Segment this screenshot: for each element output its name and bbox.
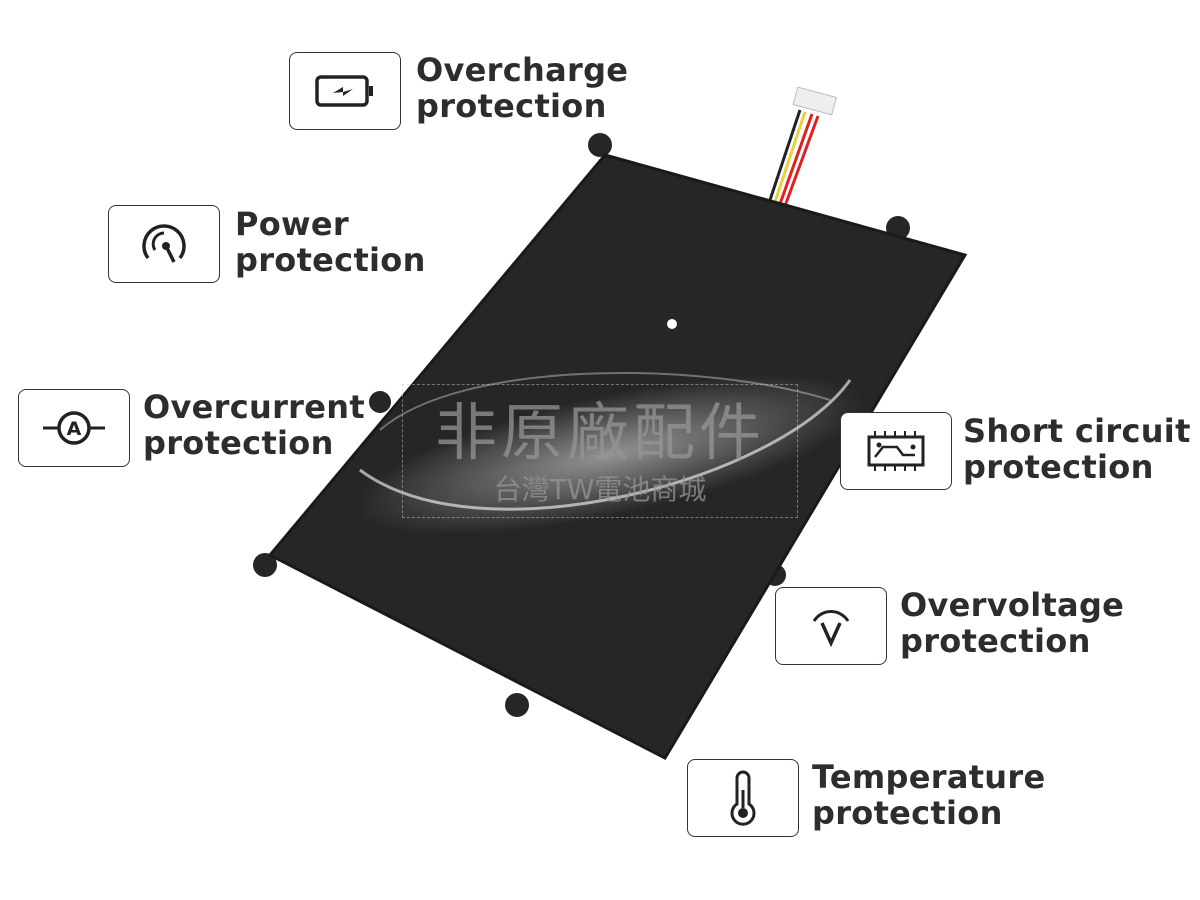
label-line2: protection <box>963 448 1154 486</box>
label-line1: Temperature <box>812 758 1046 796</box>
battery-charge-icon <box>315 75 373 107</box>
overvoltage-icon-box <box>775 587 887 665</box>
power-icon-box <box>108 205 220 283</box>
circuit-board-icon <box>867 431 925 471</box>
watermark-title: 非原廠配件 <box>434 396 765 469</box>
thermometer-icon <box>730 770 756 826</box>
label-line1: Overvoltage <box>900 586 1125 624</box>
watermark-subtitle: 台灣TW電池商城 <box>493 473 707 506</box>
gauge-icon <box>142 224 186 263</box>
temperature-icon-box <box>687 759 799 837</box>
watermark: 非原廠配件 台灣TW電池商城 <box>402 384 798 518</box>
overcharge-icon-box <box>289 52 401 130</box>
short-circuit-icon-box <box>840 412 952 490</box>
label-line1: Power <box>235 205 349 243</box>
svg-text:A: A <box>67 418 82 440</box>
label-line2: protection <box>416 87 607 125</box>
label-line1: Short circuit <box>963 412 1191 450</box>
label-line2: protection <box>143 424 334 462</box>
overcurrent-icon-box: A <box>18 389 130 467</box>
label-line2: protection <box>900 622 1091 660</box>
ammeter-icon: A <box>43 411 105 445</box>
label-line2: protection <box>812 794 1003 832</box>
label-line2: protection <box>235 241 426 279</box>
label-line1: Overcharge <box>416 51 629 89</box>
battery-cable <box>768 86 838 207</box>
voltmeter-icon <box>812 610 850 648</box>
label-line1: Overcurrent <box>143 388 365 426</box>
